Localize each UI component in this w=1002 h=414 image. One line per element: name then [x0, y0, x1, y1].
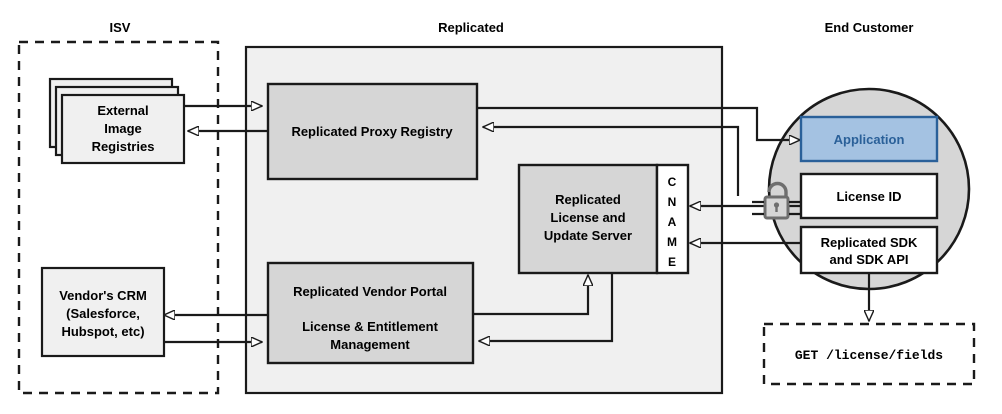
replicated-sdk-line-1: Replicated SDK — [821, 235, 918, 250]
cname-letter-e: E — [668, 255, 676, 269]
api-call-box[interactable]: GET /license/fields — [762, 322, 976, 386]
external-image-registries-line-3: Registries — [92, 139, 155, 154]
vendor-crm-line-3: Hubspot, etc) — [61, 324, 144, 339]
vendor-crm-box[interactable]: Vendor's CRM (Salesforce, Hubspot, etc) — [40, 266, 166, 358]
cname-letter-n: N — [668, 195, 677, 209]
license-server-line-2: License and — [550, 210, 625, 225]
replicated-sdk-line-2: and SDK API — [830, 252, 909, 267]
application-label: Application — [834, 132, 905, 147]
license-server-line-1: Replicated — [555, 192, 621, 207]
vendor-portal-line-3: Management — [330, 337, 410, 352]
cname-strip[interactable]: C N A M E — [655, 163, 690, 275]
api-call-label: GET /license/fields — [795, 348, 943, 363]
connector-customer-to-proxy — [483, 127, 740, 196]
cname-letter-m: M — [667, 235, 677, 249]
unlock-icon — [752, 181, 800, 220]
connector-licenseserver-to-vendorportal — [479, 272, 614, 341]
isv-zone-boundary — [17, 40, 220, 395]
application-box[interactable]: Application — [799, 115, 939, 163]
license-server-line-3: Update Server — [544, 228, 632, 243]
external-image-registries-line-1: External — [97, 103, 148, 118]
vendor-portal-line-1: Replicated Vendor Portal — [293, 284, 447, 299]
cname-letter-a: A — [668, 215, 677, 229]
connector-vendorportal-to-licenseserver — [473, 275, 588, 316]
isv-title: ISV — [110, 20, 131, 35]
external-image-registries-line-2: Image — [104, 121, 142, 136]
replicated-proxy-registry-box[interactable]: Replicated Proxy Registry — [266, 82, 479, 181]
vendor-crm-line-2: (Salesforce, — [66, 306, 140, 321]
replicated-vendor-portal-box[interactable]: Replicated Vendor Portal License & Entit… — [266, 261, 475, 365]
connector-proxy-to-application — [477, 106, 800, 140]
replicated-proxy-registry-label: Replicated Proxy Registry — [291, 124, 453, 139]
external-image-registries-box[interactable]: External Image Registries — [48, 77, 186, 165]
license-id-box[interactable]: License ID — [799, 172, 939, 220]
replicated-license-update-server-box[interactable]: Replicated License and Update Server — [517, 163, 659, 275]
replicated-title: Replicated — [438, 20, 504, 35]
license-id-label: License ID — [836, 189, 901, 204]
cname-letter-c: C — [668, 175, 677, 189]
end-customer-title: End Customer — [825, 20, 914, 35]
vendor-portal-line-2: License & Entitlement — [302, 319, 438, 334]
vendor-crm-line-1: Vendor's CRM — [59, 288, 147, 303]
replicated-sdk-box[interactable]: Replicated SDK and SDK API — [799, 225, 939, 275]
